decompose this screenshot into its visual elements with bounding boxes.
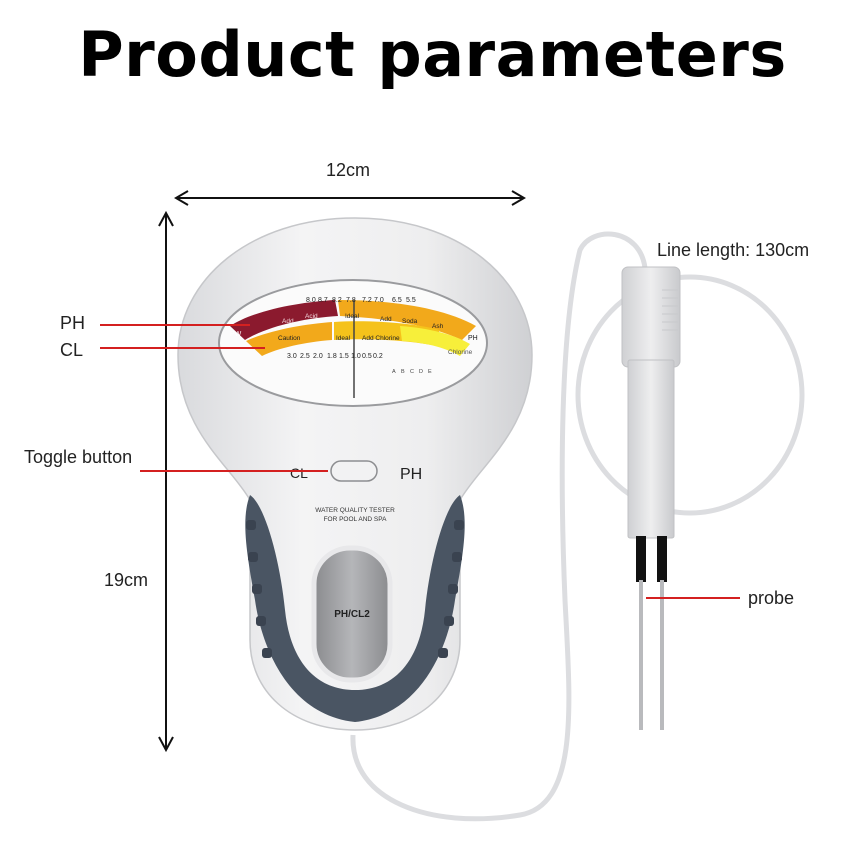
cl-scale-letter: B <box>401 369 405 375</box>
ph-zone-label: Soda <box>402 318 418 325</box>
ph-scale-number: 7.8 <box>346 297 356 304</box>
probe-cable <box>350 231 805 822</box>
probe-handle <box>621 266 681 368</box>
grip-ridges <box>246 520 464 658</box>
page-title: Product parameters <box>78 18 787 91</box>
dial-markings: PW PH Chlorine <box>230 331 478 356</box>
cl-zone-label: Caution <box>278 335 301 342</box>
cl-caution-band <box>246 322 332 356</box>
height-dimension-arrow <box>158 210 174 753</box>
ph-zone-label: Ash <box>432 323 444 330</box>
ph-scale-number: 7.2 <box>362 297 372 304</box>
cl-scale-letter: E <box>428 369 432 375</box>
dial-chlorine-label: Chlorine <box>448 349 473 356</box>
ph-zone-label: Add <box>282 318 294 325</box>
probe-shaft <box>627 359 675 539</box>
ph-base-band <box>338 300 476 340</box>
toggle-button[interactable] <box>330 460 378 482</box>
ph-zone-label: Add <box>380 316 392 323</box>
cl-low-band <box>400 326 470 356</box>
width-dimension-label: 12cm <box>326 160 371 180</box>
ph-scale-number: 6.5 <box>392 297 402 304</box>
cl-callout-label: CL <box>60 340 84 360</box>
probe-pin-right <box>660 580 664 730</box>
dial-side-left: PW <box>230 331 242 338</box>
toggle-right-label: PH <box>400 466 422 483</box>
ph-scale-number: 7.0 <box>374 297 384 304</box>
ph-acid-band <box>230 300 338 340</box>
width-dimension-arrow <box>174 190 526 206</box>
callout-lines <box>100 324 740 599</box>
cl-scale-number: 1.8 <box>327 353 337 360</box>
probe-sleeve-left <box>636 536 646 582</box>
ph-zone-label: Ideal <box>345 313 360 320</box>
toggle-callout-label: Toggle button <box>24 447 133 467</box>
tester-grip <box>245 495 465 722</box>
probe-callout-label: probe <box>748 588 795 608</box>
sample-vial <box>311 545 393 683</box>
cl-scale-number: 1.5 <box>339 353 349 360</box>
probe-ridges <box>662 289 678 331</box>
ph-scale-number: 8.0 <box>306 297 316 304</box>
cl-scale-letter: A <box>392 369 396 375</box>
cl-scale-number: 2.5 <box>300 353 310 360</box>
brand-line-2: FOR POOL AND SPA <box>324 516 388 523</box>
cl-zone-label: Ideal <box>336 335 351 342</box>
ph-scale-number: 5.5 <box>406 297 416 304</box>
cl-scale-letter: C <box>410 369 414 375</box>
height-dimension-label: 19cm <box>104 570 149 590</box>
toggle-left-label: CL <box>290 465 308 481</box>
ph-scale-number: 8.2 <box>332 297 342 304</box>
line-length-label: Line length: 130cm <box>657 240 810 260</box>
dial-side-right: PH <box>468 335 478 342</box>
cl-scale-number: 0.2 <box>373 353 383 360</box>
cl-scale-number: 2.0 <box>313 353 323 360</box>
probe-pin-left <box>639 580 643 730</box>
ph-callout-label: PH <box>60 313 86 333</box>
vial-label: PH/CL2 <box>334 609 370 620</box>
cl-scale-number: 3.0 <box>287 353 297 360</box>
probe-sleeve-right <box>657 536 667 582</box>
ph-scale-number: 8.7 <box>318 297 328 304</box>
cl-zone-label: Add Chlorine <box>362 335 400 342</box>
ph-zone-label: Acid <box>305 313 318 320</box>
cl-scale-number: 0.5 <box>362 353 372 360</box>
cl-scale-number: 1.0 <box>351 353 361 360</box>
brand-line-1: WATER QUALITY TESTER <box>315 507 395 514</box>
cl-scale-letter: D <box>419 369 423 375</box>
